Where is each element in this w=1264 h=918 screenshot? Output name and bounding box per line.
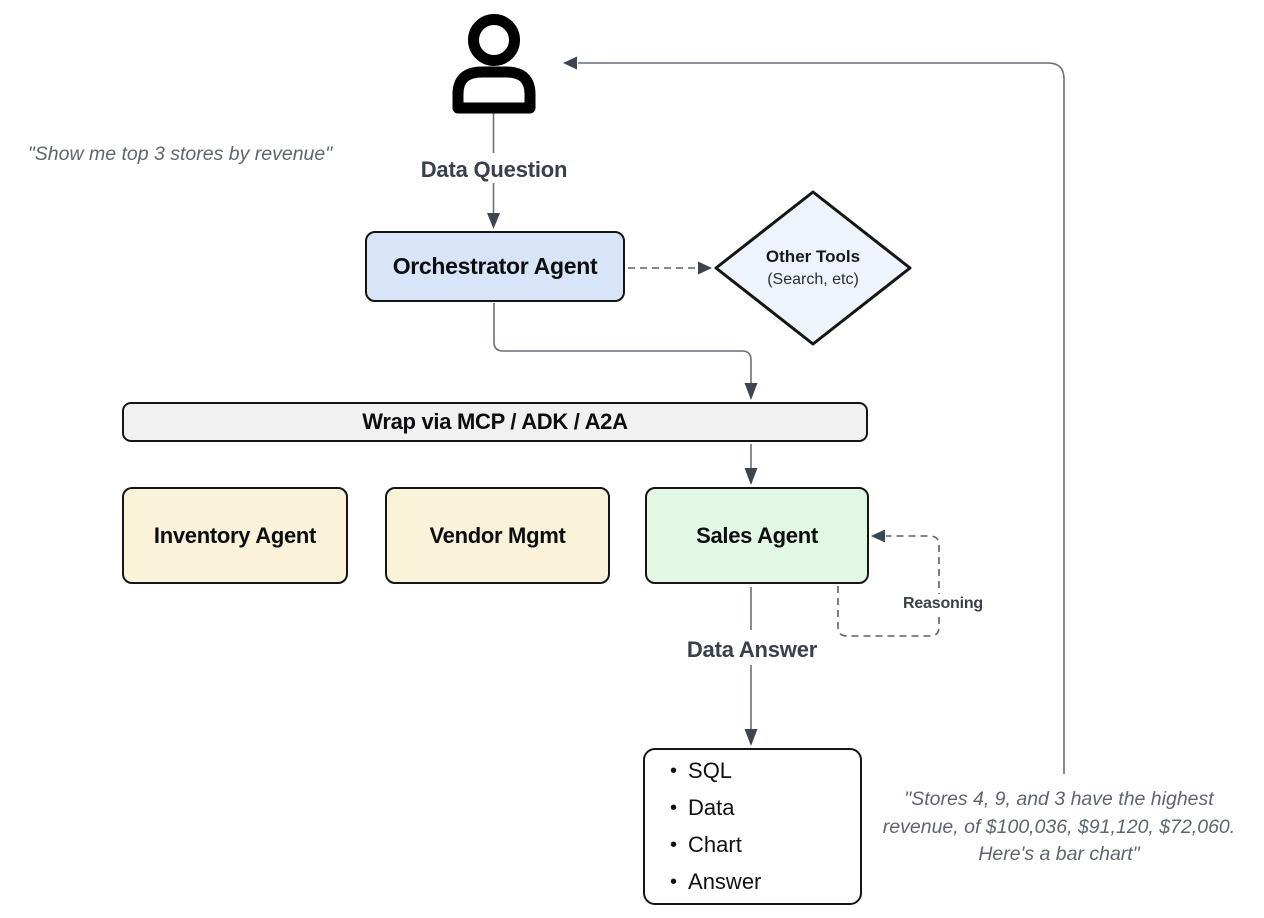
output-item-chart: • Chart (670, 829, 860, 861)
data-answer-label: Data Answer (686, 637, 818, 662)
data-question-label: Data Question (420, 157, 568, 182)
output-item-label: Chart (688, 832, 742, 857)
orchestrator-agent-node: Orchestrator Agent (365, 231, 625, 302)
reasoning-label: Reasoning (893, 594, 993, 614)
output-item-label: Answer (688, 869, 762, 894)
output-item-sql: • SQL (670, 755, 860, 787)
inventory-agent-node: Inventory Agent (122, 487, 348, 584)
other-tools-node: Other Tools (Search, etc) (710, 188, 916, 348)
bullet-icon: • (670, 797, 678, 819)
arrowhead-left-user (563, 56, 577, 70)
output-item-data: • Data (670, 792, 860, 824)
other-tools-title: Other Tools (765, 247, 861, 266)
other-tools-subtitle: (Search, etc) (767, 271, 859, 288)
output-box: • SQL • Data • Chart • Answer (643, 748, 862, 905)
output-item-answer: • Answer (670, 866, 860, 898)
answer-quote: "Stores 4, 9, and 3 have the highest rev… (882, 788, 1236, 865)
arrowhead-down-output (744, 729, 758, 746)
output-item-label: SQL (688, 758, 733, 783)
connector-sales-to-output (744, 587, 758, 746)
sales-agent-node: Sales Agent (645, 487, 869, 584)
user-quote: "Show me top 3 stores by revenue" (27, 143, 333, 165)
arrowhead-down-bar (744, 383, 758, 400)
arrowhead-down-orchestrator (487, 213, 500, 229)
connector-orchestrator-to-tools (628, 261, 712, 275)
person-body (452, 66, 536, 114)
wrap-mcp-bar: Wrap via MCP / ADK / A2A (122, 402, 868, 442)
vendor-mgmt-node: Vendor Mgmt (385, 487, 610, 584)
bullet-icon: • (670, 760, 678, 782)
person-icon (452, 14, 536, 114)
arrowhead-left-sales (871, 529, 885, 543)
diamond-shape (714, 190, 912, 346)
person-head (468, 14, 520, 66)
bullet-icon: • (670, 834, 678, 856)
output-item-label: Data (688, 795, 735, 820)
connector-bar-to-sales (744, 444, 758, 485)
arrowhead-down-sales (744, 468, 758, 485)
bullet-icon: • (670, 871, 678, 893)
